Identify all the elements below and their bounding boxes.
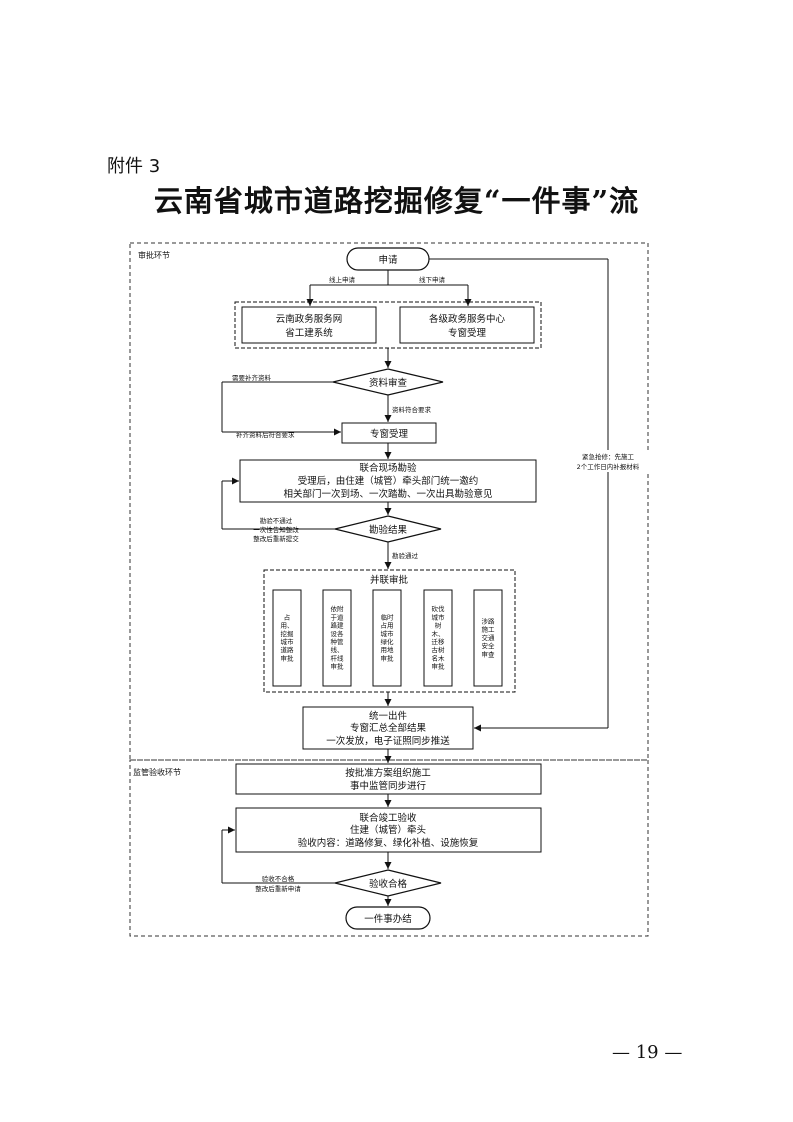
parallel-item-text: 绿化	[381, 637, 395, 646]
section-approval-label: 审批环节	[138, 250, 170, 260]
acceptance-fail-line2: 整改后重新申请	[255, 884, 301, 893]
site-survey-box	[239, 459, 537, 503]
parallel-item-text: 用地	[381, 645, 395, 654]
site-survey-line3: 相关部门一次到场、一次踏勘、一次出具勘验意见	[283, 488, 492, 500]
unified-output-line1: 统一出件	[369, 710, 408, 722]
site-survey-line2: 受理后，由住建（城管）牵头部门统一邀约	[298, 475, 479, 487]
parallel-item-box	[372, 589, 402, 687]
online-apply-label: 线上申请	[329, 275, 356, 284]
parallel-item-text: 审批	[432, 662, 446, 671]
parallel-item-text: 城市	[381, 629, 395, 638]
parallel-item-text: 砍伐	[432, 604, 446, 613]
approval-section-frame	[129, 242, 649, 761]
parallel-item-text: 城市	[432, 612, 446, 621]
parallel-item-text: 施工	[482, 625, 496, 634]
parallel-item-text: 名木	[432, 653, 446, 662]
site-survey-line1: 联合现场勘验	[359, 462, 417, 474]
survey-fail-line2: 一次性告知整改	[253, 525, 299, 534]
page-number: — 19 —	[612, 1042, 683, 1063]
parallel-item-text: 设各	[331, 629, 345, 638]
parallel-item-text: 审批	[331, 662, 345, 671]
online-system-box	[241, 306, 377, 344]
online-system-line1: 云南政务服务网	[276, 313, 343, 325]
parallel-item-text: 占用	[381, 621, 394, 630]
unified-output-line3: 一次发放，电子证照同步推送	[326, 735, 450, 747]
window-accept-box	[341, 422, 437, 444]
unified-output-line2: 专窗汇总全部结果	[350, 722, 427, 734]
survey-result-label: 勘验结果	[369, 524, 408, 536]
parallel-item-text: 迁移	[432, 637, 446, 646]
parallel-item-text: 安全	[482, 641, 496, 650]
parallel-item-text: 占	[284, 612, 291, 621]
apply-label: 申请	[378, 254, 398, 266]
parallel-item-text: 审查	[482, 649, 496, 658]
joint-acceptance-box	[235, 807, 542, 853]
parallel-item-box	[272, 589, 302, 687]
parallel-item-text: 杆线	[331, 653, 345, 662]
parallel-item-text: 城市	[281, 637, 295, 646]
survey-fail-line3: 整改后重新提交	[253, 534, 299, 543]
parallel-item-text: 种管	[331, 637, 345, 646]
joint-acceptance-line3: 验收内容：道路修复、绿化补植、设施恢复	[298, 837, 479, 849]
parallel-item-text: 临时	[381, 612, 395, 621]
survey-pass-label: 勘验通过	[392, 551, 419, 560]
parallel-item-text: 线、	[331, 645, 344, 654]
parallel-item-text: 道路	[281, 645, 295, 654]
parallel-item-text: 于道	[331, 612, 345, 621]
emergency-line1: 紧急抢修：先施工	[582, 452, 635, 461]
online-system-line2: 省工建系统	[285, 327, 333, 339]
acceptance-fail-line1: 验收不合格	[262, 874, 295, 883]
docs-resubmitted-label: 补齐资料后符合要求	[236, 430, 295, 439]
parallel-approval-items: 占用、挖掘城市道路审批依附于道路建设各种管线、杆线审批临时占用城市绿化用地审批砍…	[272, 589, 503, 687]
done-label: 一件事办结	[364, 913, 412, 925]
acceptance-check-label: 验收合格	[369, 878, 408, 890]
offline-center-box	[399, 306, 535, 344]
parallel-item-box	[423, 589, 453, 687]
parallel-item-text: 依附	[331, 604, 345, 613]
page-title: 云南省城市道路挖掘修复“一件事”流	[153, 184, 640, 218]
survey-fail-line1: 勘验不通过	[260, 516, 293, 525]
parallel-item-text: 用、	[281, 622, 294, 630]
window-accept-label: 专窗受理	[370, 428, 409, 440]
attachment-label: 附件 3	[107, 156, 161, 177]
parallel-approval-group	[263, 569, 516, 693]
need-docs-label: 需要补齐资料	[232, 373, 272, 382]
unified-output-box	[302, 706, 474, 750]
done-node	[345, 906, 431, 930]
construction-line1: 按批准方案组织施工	[345, 767, 431, 779]
section-supervision-label: 监管验收环节	[133, 767, 181, 777]
parallel-item-box	[322, 589, 352, 687]
parallel-item-text: 古树	[432, 645, 446, 654]
parallel-approval-label: 并联审批	[370, 574, 409, 586]
joint-acceptance-line1: 联合竣工验收	[359, 812, 417, 824]
offline-center-line2: 专窗受理	[448, 327, 487, 339]
offline-apply-label: 线下申请	[419, 275, 446, 284]
offline-center-line1: 各级政务服务中心	[429, 313, 506, 325]
emergency-line2: 2个工作日内补报材料	[577, 462, 640, 471]
parallel-item-text: 交通	[482, 633, 496, 642]
docs-ok-label: 资料符合要求	[392, 405, 432, 414]
parallel-item-text: 路建	[331, 621, 345, 630]
parallel-item-text: 涉路	[482, 617, 496, 626]
parallel-item-text: 木、	[432, 629, 445, 638]
parallel-item-text: 树	[435, 621, 442, 630]
doc-review-label: 资料审查	[369, 377, 408, 389]
construction-line2: 事中监管同步进行	[350, 780, 427, 792]
joint-acceptance-line2: 住建（城管）牵头	[350, 824, 426, 836]
parallel-item-text: 审批	[381, 653, 395, 662]
parallel-item-text: 审批	[281, 653, 295, 662]
parallel-item-text: 挖掘	[281, 629, 295, 638]
parallel-item-box	[473, 589, 503, 687]
